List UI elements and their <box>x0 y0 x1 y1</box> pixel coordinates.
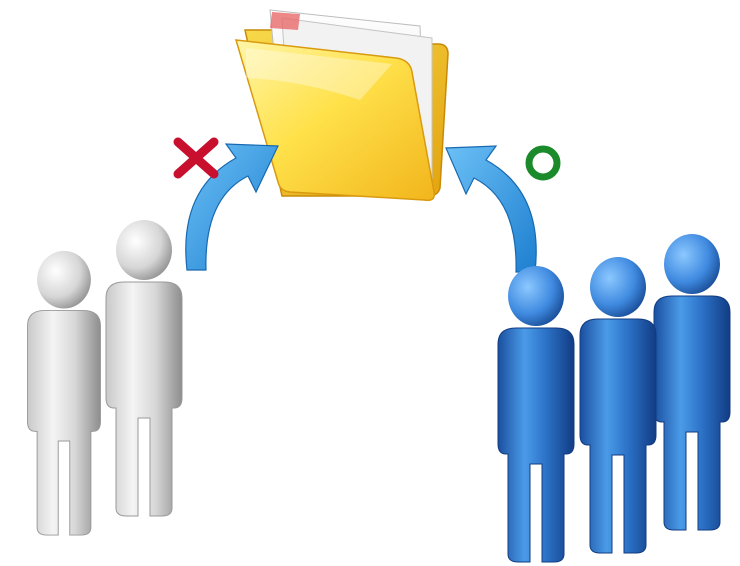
person-icon <box>498 266 574 562</box>
denied-people-group <box>28 220 182 535</box>
person-icon <box>654 234 730 530</box>
folder-icon <box>236 10 448 200</box>
person-icon <box>28 251 101 535</box>
cross-icon <box>178 142 214 174</box>
circle-icon <box>529 149 557 177</box>
person-icon <box>106 220 182 516</box>
person-icon <box>580 257 656 553</box>
allowed-people-group <box>498 234 730 562</box>
right-arrow-icon <box>446 146 536 272</box>
